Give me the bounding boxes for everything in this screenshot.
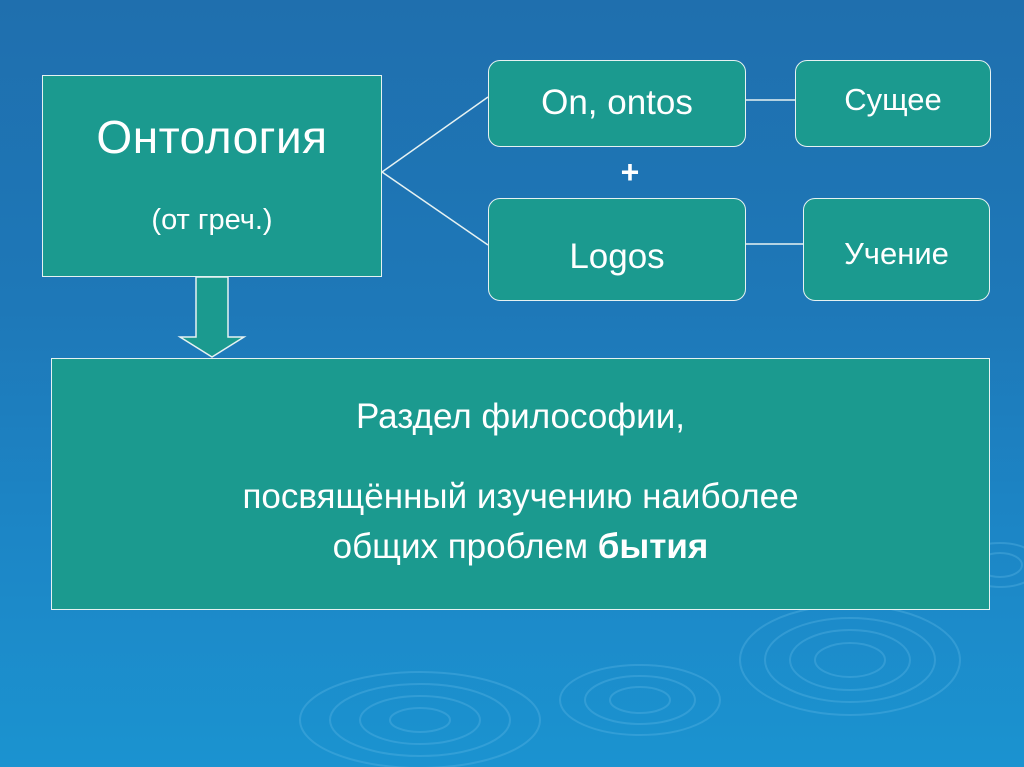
definition-line-3: общих проблем бытия xyxy=(52,527,989,567)
down-arrow xyxy=(177,276,247,358)
definition-line-3-prefix: общих проблем xyxy=(332,527,598,566)
logos-label: Logos xyxy=(569,237,665,276)
plus-sign: + xyxy=(620,154,640,190)
logos-box: Logos xyxy=(488,198,746,301)
connector-root-to-on xyxy=(381,96,489,173)
sushchee-box: Сущее xyxy=(795,60,991,147)
definition-bold-word: бытия xyxy=(597,527,709,566)
on-ontos-box: On, ontos xyxy=(488,60,746,147)
definition-line-1: Раздел философии, xyxy=(355,397,685,436)
uchenie-box: Учение xyxy=(803,198,990,301)
ontology-box: Онтология (от греч.) xyxy=(42,75,382,277)
sushchee-label: Сущее xyxy=(844,82,942,117)
connector-root-to-logos xyxy=(381,171,489,246)
on-ontos-label: On, ontos xyxy=(541,83,693,122)
ontology-subtitle: (от греч.) xyxy=(151,204,273,236)
definition-line-2: посвящённый изучению наиболее xyxy=(242,477,799,516)
definition-box: Раздел философии, посвящённый изучению н… xyxy=(51,358,990,610)
ontology-title: Онтология xyxy=(96,111,328,163)
uchenie-label: Учение xyxy=(844,236,949,271)
